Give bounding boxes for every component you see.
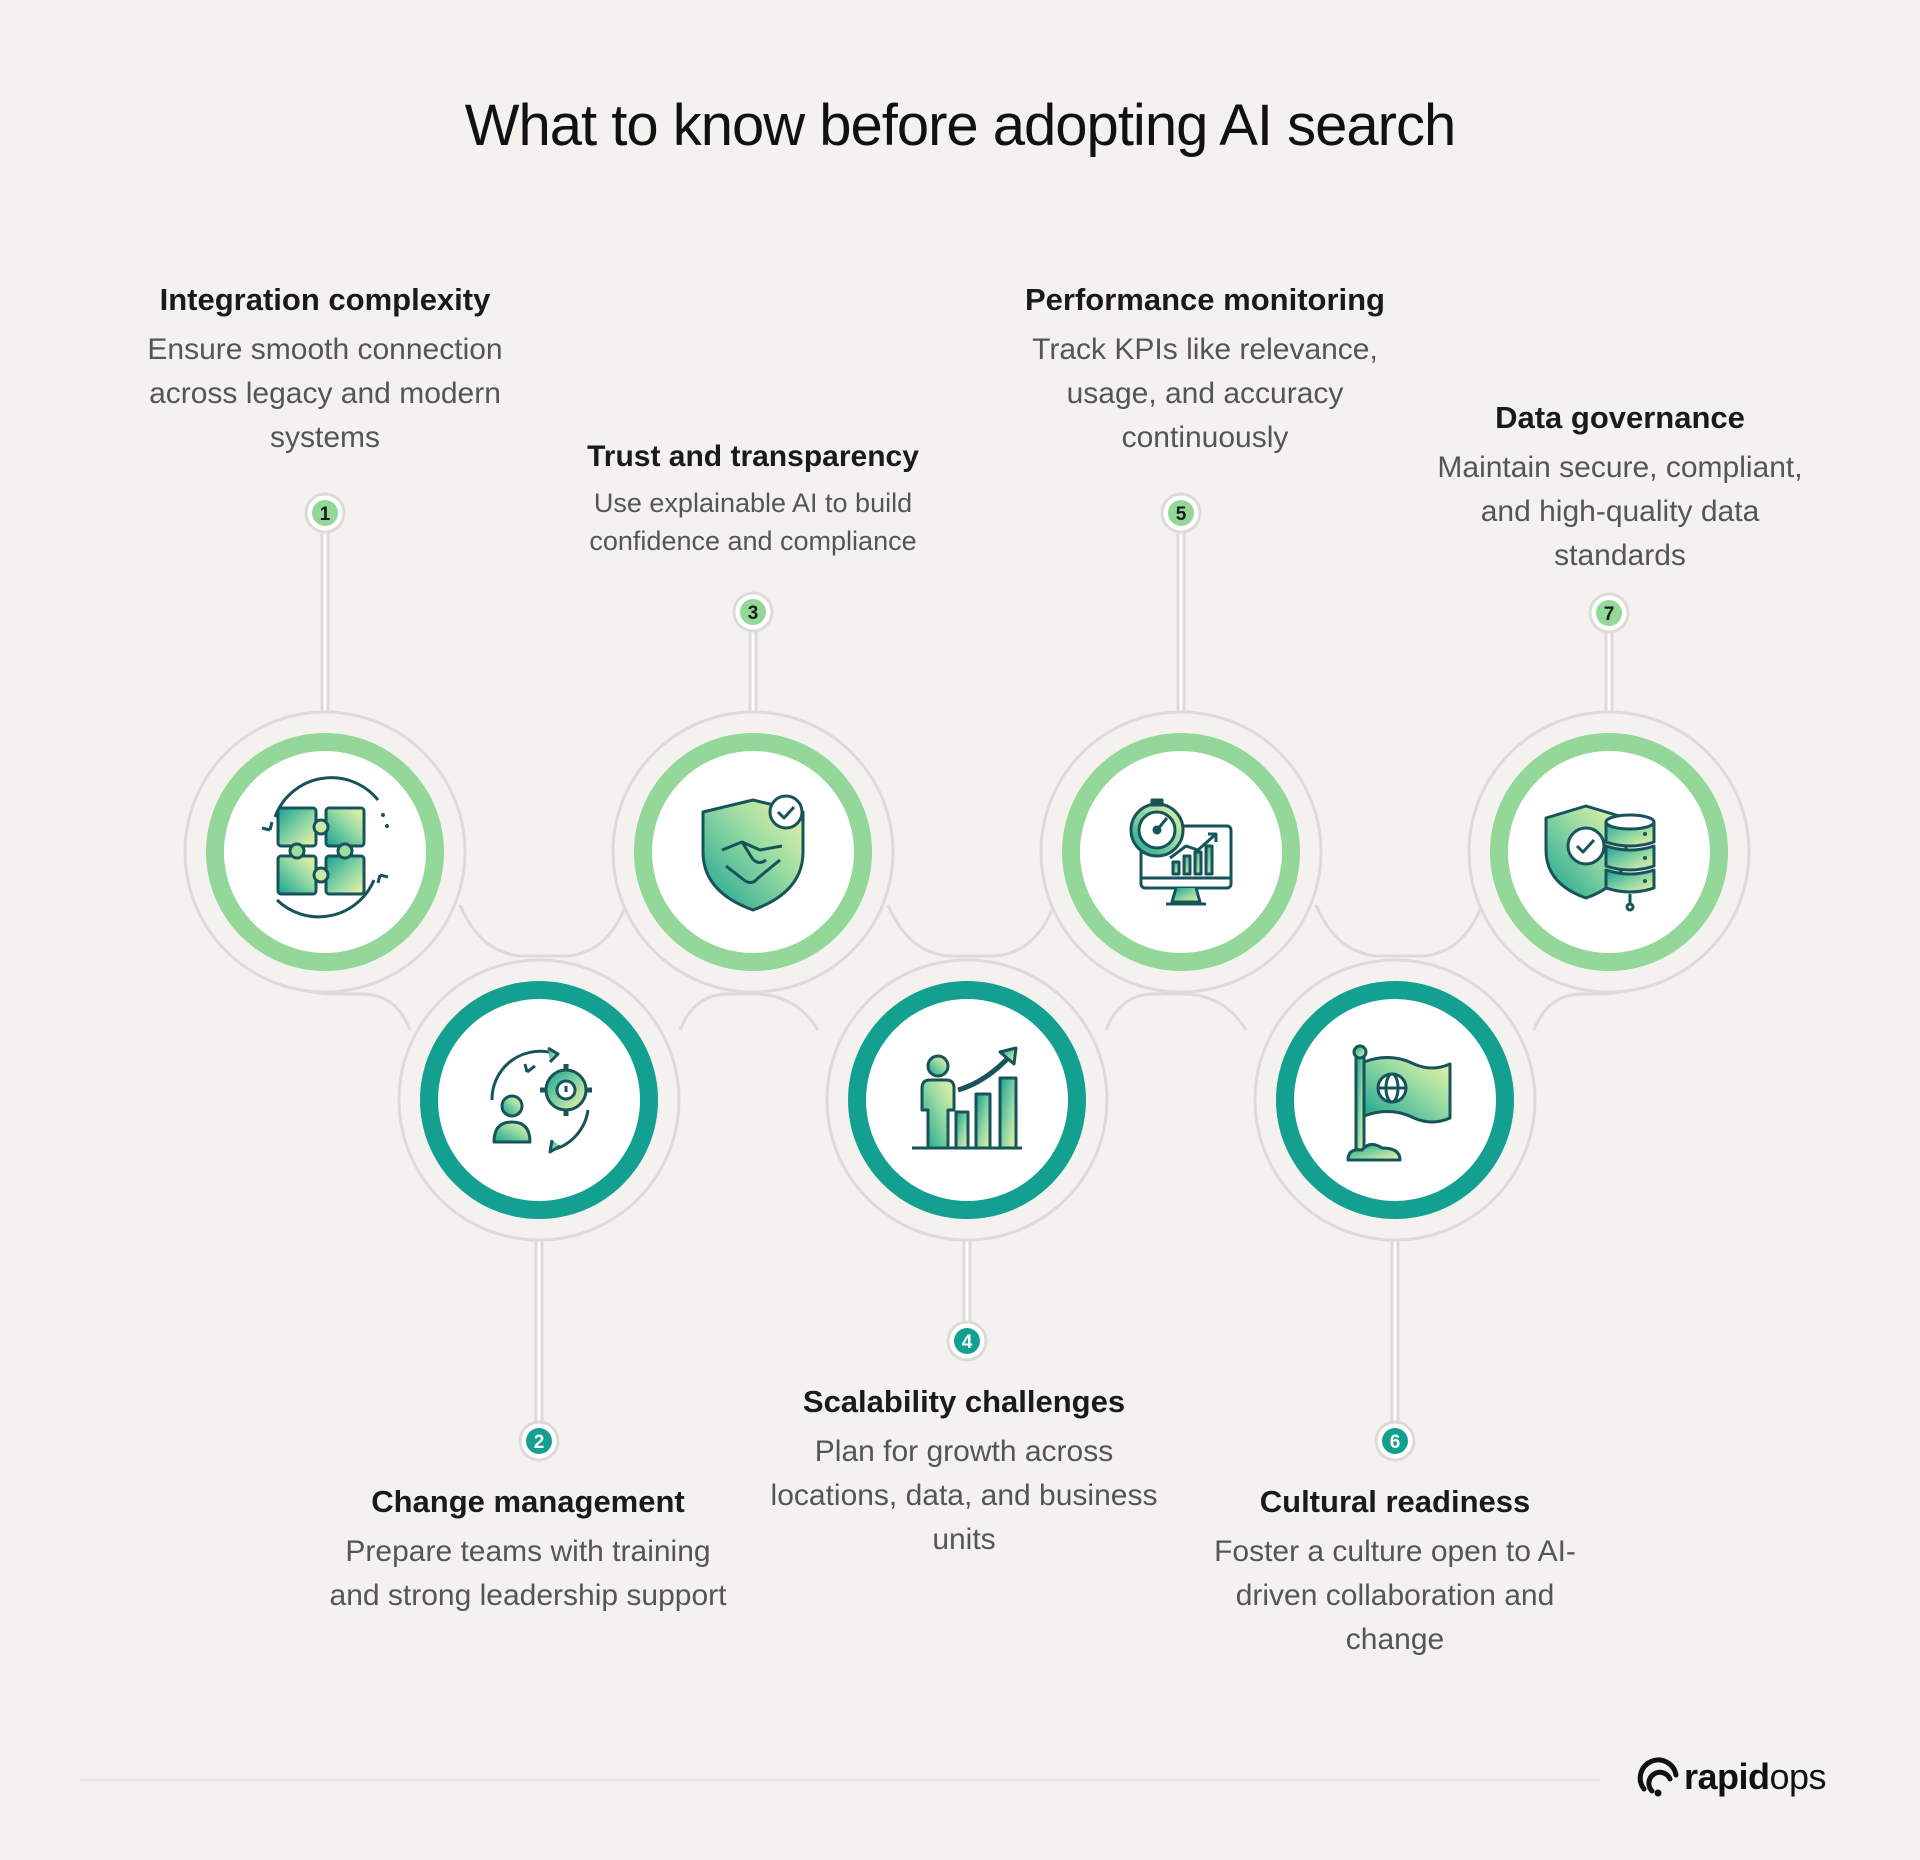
- change-cycle-icon: [490, 1046, 592, 1154]
- step-1-badge: 1: [304, 492, 346, 534]
- brand-name: rapidops: [1684, 1756, 1827, 1797]
- step-6-badge: 6: [1374, 1420, 1416, 1462]
- monitor-gauge-icon: [1129, 798, 1233, 906]
- step-2-label: Change management Prepare teams with tra…: [328, 1484, 728, 1618]
- shield-handshake-icon: [701, 794, 805, 912]
- step-6-label: Cultural readiness Foster a culture open…: [1195, 1484, 1595, 1662]
- svg-text:2: 2: [534, 1432, 545, 1453]
- puzzle-icon: [261, 776, 389, 919]
- step-2-circle: [397, 958, 681, 1242]
- step-7-title: Data governance: [1495, 400, 1745, 435]
- svg-text:4: 4: [962, 1332, 973, 1353]
- step-6-text: Foster a culture open to AI-driven colla…: [1214, 1535, 1576, 1656]
- step-1-circle: [183, 710, 467, 994]
- svg-text:3: 3: [748, 603, 759, 624]
- step-5-badge: 5: [1160, 492, 1202, 534]
- rapidops-logo-icon: [1637, 1757, 1679, 1797]
- svg-text:5: 5: [1176, 504, 1187, 525]
- svg-text:7: 7: [1604, 604, 1615, 625]
- step-2-title: Change management: [371, 1484, 685, 1519]
- step-3-title: Trust and transparency: [587, 440, 919, 473]
- page-title: What to know before adopting AI search: [464, 93, 1457, 158]
- brand-logo: rapidops: [1636, 1752, 1827, 1802]
- step-4-title: Scalability challenges: [802, 1384, 1126, 1419]
- step-7-badge: 7: [1588, 592, 1630, 634]
- step-1-label: Integration complexity Ensure smooth con…: [125, 282, 525, 460]
- growth-chart-icon: [912, 1046, 1022, 1150]
- step-3-badge: 3: [732, 591, 774, 633]
- step-2-badge: 2: [518, 1420, 560, 1462]
- step-4-text: Plan for growth across locations, data, …: [770, 1435, 1158, 1556]
- step-3-text: Use explainable AI to build confidence a…: [589, 488, 917, 556]
- footer-divider: [80, 1779, 1600, 1781]
- step-5-label: Performance monitoring Track KPIs like r…: [1005, 282, 1405, 460]
- step-4-badge: 4: [946, 1320, 988, 1362]
- step-5-title: Performance monitoring: [1025, 282, 1385, 317]
- step-5-text: Track KPIs like relevance, usage, and ac…: [1032, 333, 1378, 454]
- step-4-label: Scalability challenges Plan for growth a…: [764, 1384, 1164, 1562]
- step-1-title: Integration complexity: [159, 282, 491, 317]
- shield-database-icon: [1544, 804, 1656, 912]
- svg-text:6: 6: [1390, 1432, 1401, 1453]
- step-1-text: Ensure smooth connection across legacy a…: [147, 333, 503, 454]
- step-6-title: Cultural readiness: [1259, 1484, 1531, 1519]
- step-3-label: Trust and transparency Use explainable A…: [553, 440, 953, 560]
- step-7-text: Maintain secure, compliant, and high-qua…: [1437, 451, 1803, 572]
- step-2-text: Prepare teams with training and strong l…: [329, 1535, 727, 1612]
- step-4-circle: [825, 958, 1109, 1242]
- globe-flag-icon: [1346, 1044, 1452, 1162]
- step-7-label: Data governance Maintain secure, complia…: [1420, 400, 1820, 578]
- svg-text:1: 1: [320, 504, 331, 525]
